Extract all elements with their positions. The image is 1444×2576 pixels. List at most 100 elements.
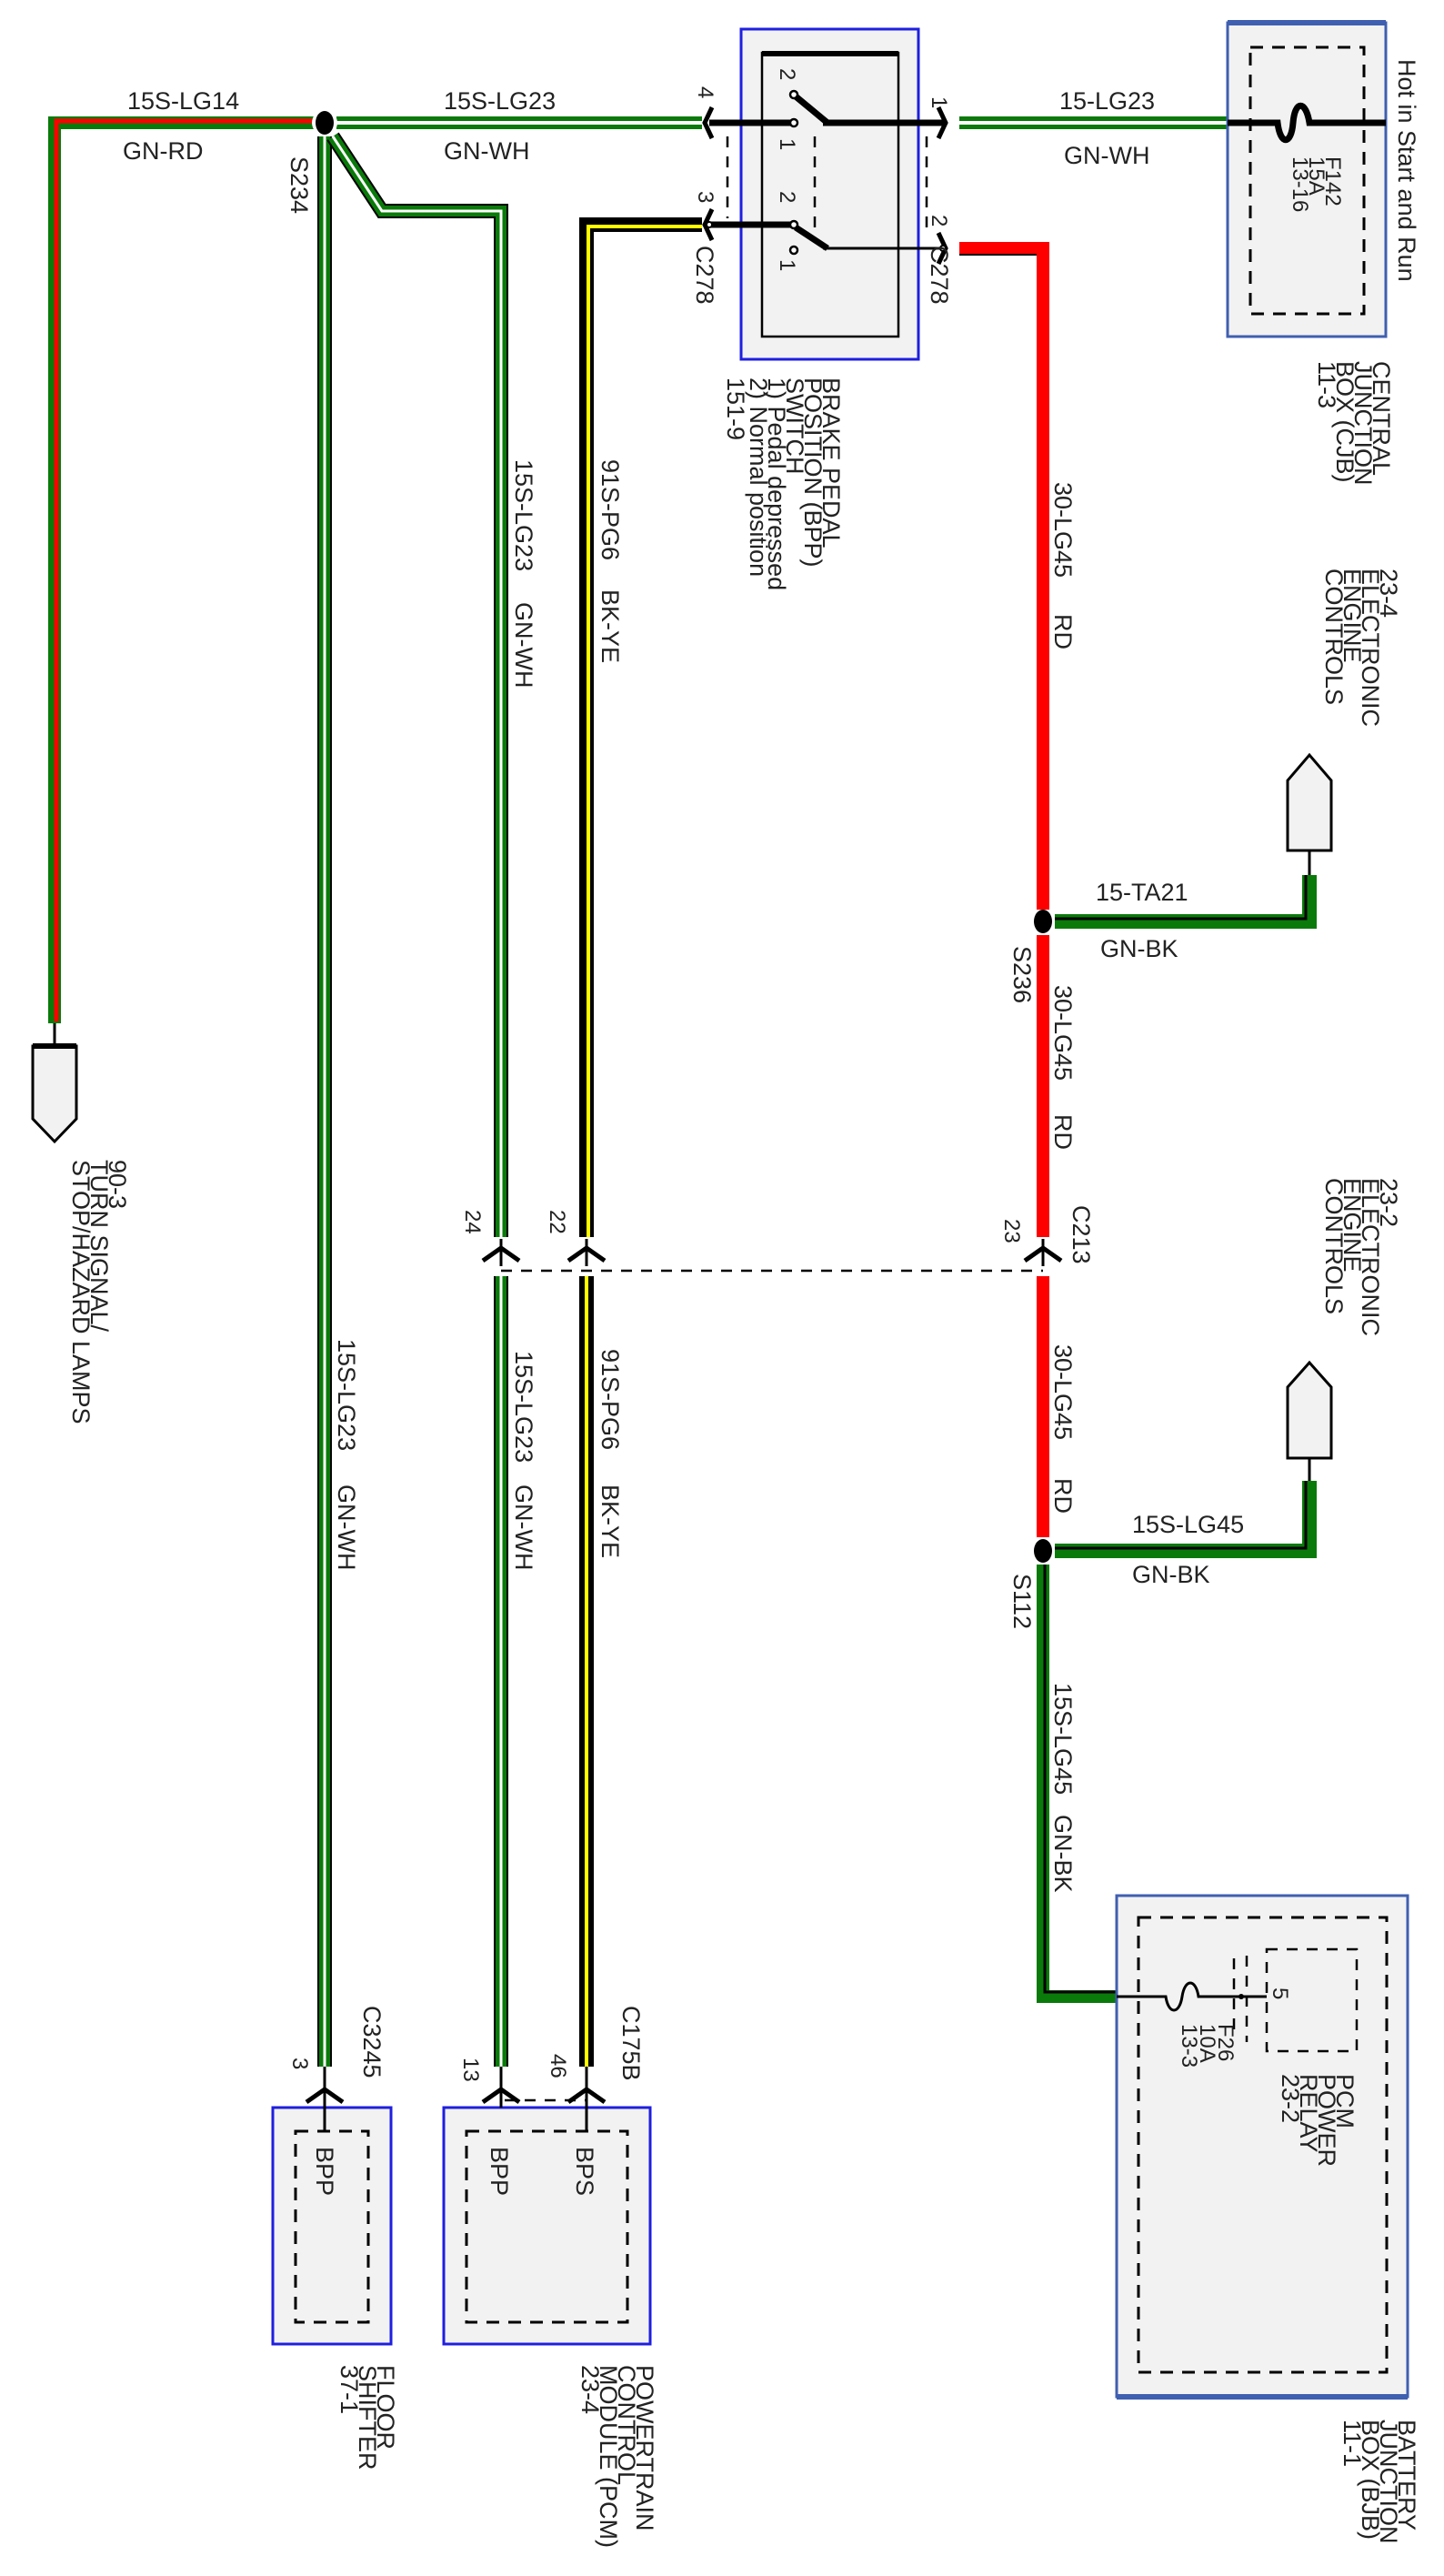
wire-15s-lg14 (48, 116, 326, 1023)
label-cjb-line1: CENTRAL (1368, 361, 1395, 476)
eec-23-2-connector[interactable] (1286, 1360, 1333, 1481)
label-bjb-line2: JUNCTION (1375, 2420, 1402, 2544)
floor-shifter[interactable] (271, 2067, 393, 2346)
label-15s-lg23-branch-lower: 15S-LG23 (510, 1351, 537, 1463)
label-15-lg23: 15-LG23 (1059, 87, 1155, 115)
label-15-ta21: 15-TA21 (1096, 879, 1188, 906)
splice-s112 (1034, 1539, 1052, 1563)
wire-15s-lg45-v (1037, 1565, 1117, 2003)
bpp-switch[interactable] (709, 27, 946, 361)
label-fuse-13-16: 13-16 (1288, 156, 1312, 212)
label-c175b-pin46: 46 (546, 2054, 570, 2078)
label-c3245: C3245 (358, 2006, 386, 2078)
label-relay-line1: PCM (1331, 2074, 1359, 2128)
label-pcm-line4: 23-4 (577, 2365, 604, 2414)
label-15s-lg23-left-lower: 15S-LG23 (333, 1339, 360, 1451)
label-eec232-line4: CONTROLS (1320, 1178, 1348, 1314)
eec-23-4-connector[interactable] (1286, 752, 1333, 875)
label-eec234-line3: ENGINE (1339, 569, 1366, 663)
label-c3245-pin3: 3 (287, 2058, 312, 2069)
label-bk-ye-lower: BK-YE (597, 1484, 624, 1558)
c278-pin2-connector (936, 231, 948, 266)
label-relay-line3: RELAY (1295, 2074, 1322, 2153)
label-relay-line2: POWER (1313, 2074, 1340, 2167)
label-bpp-line6: 151-9 (722, 377, 749, 440)
label-fuse-10a: 10A (1195, 2024, 1219, 2063)
label-gn-rd: GN-RD (123, 137, 204, 165)
label-bpp-line3: SWITCH (781, 377, 808, 474)
label-15s-lg23-branch-upper: 15S-LG23 (510, 459, 537, 571)
label-floor-bpp: BPP (311, 2147, 338, 2196)
label-91s-pg6-lower: 91S-PG6 (597, 1349, 624, 1450)
label-s234: S234 (286, 156, 313, 214)
label-relay-pin5: 5 (1268, 1987, 1292, 1999)
label-turn-line3: STOP/HAZARD LAMPS (67, 1160, 95, 1424)
label-fuse-13-3: 13-3 (1177, 2024, 1201, 2068)
label-bpp-line1: BRAKE PEDAL (817, 377, 845, 548)
label-pcm-bps: BPS (571, 2147, 598, 2196)
label-gn-bk-lg45-v: GN-BK (1049, 1815, 1077, 1893)
label-c278-right: C278 (926, 246, 953, 305)
turn-signal-connector[interactable] (31, 1023, 78, 1144)
central-junction-box[interactable] (1226, 20, 1388, 338)
label-switch-a1: 1 (775, 138, 799, 150)
label-eec232-line3: ENGINE (1339, 1178, 1366, 1273)
label-eec232-line2: ELECTRONIC (1357, 1178, 1384, 1336)
label-fuse-f26: F26 (1213, 2024, 1238, 2061)
label-turn-line1: 90-3 (104, 1160, 131, 1209)
c278-pin1-connector (936, 106, 948, 140)
wire-91s-pg6 (579, 217, 702, 2067)
label-eec234-line1: 23-4 (1375, 569, 1402, 618)
label-c175b-pin13: 13 (458, 2058, 483, 2082)
label-cjb-line4: 11-3 (1313, 361, 1340, 408)
label-15s-lg45-v: 15S-LG45 (1049, 1683, 1077, 1795)
label-floor-line1: FLOOR (372, 2365, 399, 2450)
label-c278-pin3: 3 (693, 191, 717, 203)
splice-s234 (312, 110, 337, 136)
wire-15s-lg45-h (1055, 1481, 1317, 1558)
label-30-lg45-lower: 30-LG45 (1049, 1344, 1077, 1440)
c278-pin3-connector (702, 207, 715, 242)
label-bpp-line5: 2) Normal position (745, 377, 772, 577)
label-gn-wh-branch-lower: GN-WH (510, 1484, 537, 1570)
label-fuse-15a: 15A (1304, 156, 1329, 196)
vertical-labels: S234 C278 C278 4 3 1 2 2 1 2 1 BRAKE PED… (67, 59, 1420, 2548)
label-rd-mid: RD (1049, 1114, 1077, 1150)
label-hot-in-start-run: Hot in Start and Run (1393, 59, 1420, 282)
label-15s-lg23-top: 15S-LG23 (444, 87, 556, 115)
label-c213-pin22: 22 (545, 1210, 569, 1234)
label-bk-ye-upper: BK-YE (597, 589, 624, 663)
label-91s-pg6-upper: 91S-PG6 (597, 459, 624, 560)
label-eec234-line4: CONTROLS (1320, 569, 1348, 705)
label-gn-wh-left-lower: GN-WH (333, 1484, 360, 1570)
label-gn-bk-lg45-h: GN-BK (1132, 1561, 1210, 1588)
label-pcm-line2: CONTROL (613, 2365, 640, 2485)
label-bpp-line2: POSITION (BPP) (799, 377, 827, 568)
label-floor-line3: 37-1 (336, 2365, 363, 2414)
label-15s-lg14: 15S-LG14 (127, 87, 239, 115)
c278-pin4-connector (702, 106, 715, 140)
label-s112: S112 (1008, 1574, 1036, 1629)
c213-connector (483, 1239, 1061, 1273)
label-bpp-line4: 1) Pedal depressed (763, 377, 790, 590)
label-turn-line2: TURN SIGNAL/ (85, 1160, 113, 1333)
label-eec232-line1: 23-2 (1375, 1178, 1402, 1227)
label-15s-lg45-h: 15S-LG45 (1132, 1511, 1244, 1538)
wire-15-ta21 (1055, 875, 1317, 929)
label-bjb-line1: BATTERY (1393, 2420, 1420, 2531)
label-switch-a2: 2 (775, 68, 799, 80)
powertrain-control-module[interactable] (442, 2067, 652, 2346)
label-cjb-line2: JUNCTION (1349, 361, 1377, 486)
label-pcm-bpp: BPP (486, 2147, 513, 2196)
label-30-lg45-mid: 30-LG45 (1049, 985, 1077, 1081)
label-c175b: C175B (617, 2006, 645, 2081)
label-fuse-f142: F142 (1320, 156, 1345, 206)
label-rd-lower: RD (1049, 1478, 1077, 1514)
label-30-lg45-upper: 30-LG45 (1049, 482, 1077, 578)
label-c213: C213 (1068, 1205, 1095, 1264)
battery-junction-box[interactable] (1115, 1894, 1409, 2400)
label-relay-line4: 23-2 (1277, 2074, 1304, 2123)
label-rd-upper: RD (1049, 614, 1077, 649)
wire-30-lg45 (959, 242, 1049, 1537)
